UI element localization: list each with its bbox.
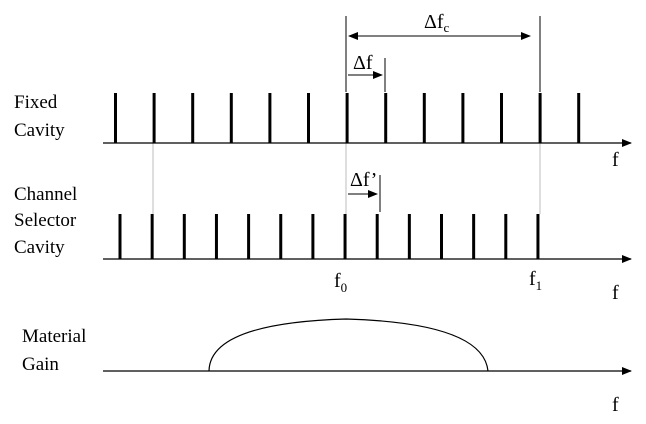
- f1-label: f1: [529, 268, 542, 293]
- delta-f-label: Δf: [353, 52, 373, 74]
- material-gain-curve: [208, 318, 489, 372]
- fixed-cavity-label-line2: Cavity: [14, 120, 65, 141]
- material-gain-label-line1: Material: [22, 326, 86, 347]
- material-gain-label-line2: Gain: [22, 354, 59, 375]
- selector-cavity-label-line1: Channel: [14, 184, 77, 205]
- selector-cavity-label-line2: Selector: [14, 210, 77, 231]
- fixed-cavity-modes: [114, 93, 581, 143]
- delta-f-prime-label: Δf’: [350, 169, 377, 191]
- f0-label: f0: [334, 270, 347, 295]
- fixed-axis-f-label: f: [612, 149, 619, 171]
- selector-cavity-label-line3: Cavity: [14, 237, 65, 258]
- fixed-cavity-label-line1: Fixed: [14, 92, 58, 113]
- selector-cavity-modes: [118, 214, 540, 259]
- selector-axis-f-label: f: [612, 282, 619, 304]
- gain-axis-f-label: f: [612, 394, 619, 416]
- delta-fc-label: Δfc: [424, 11, 450, 35]
